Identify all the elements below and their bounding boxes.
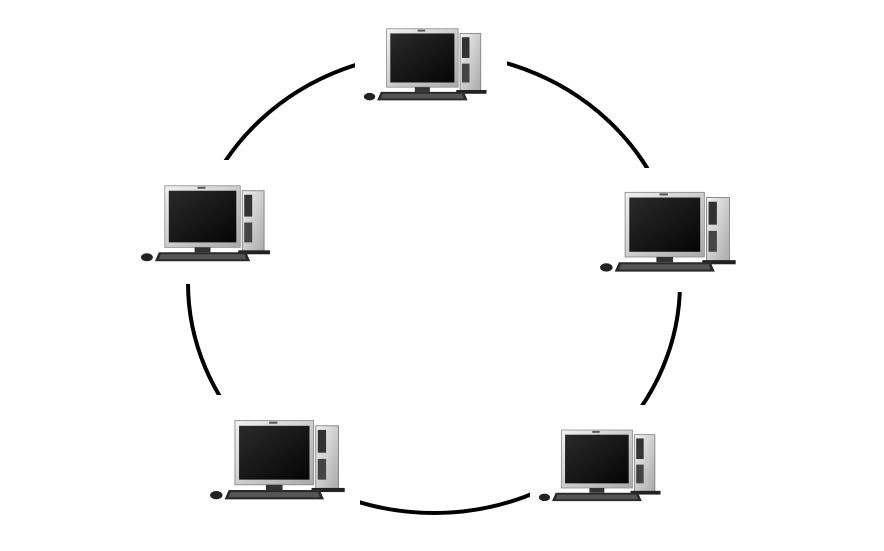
computer-top — [362, 27, 494, 104]
computer-bottom-right — [537, 428, 668, 505]
computer-bottom-left — [208, 419, 353, 503]
computer-right — [598, 190, 744, 276]
computer-left — [139, 184, 278, 265]
